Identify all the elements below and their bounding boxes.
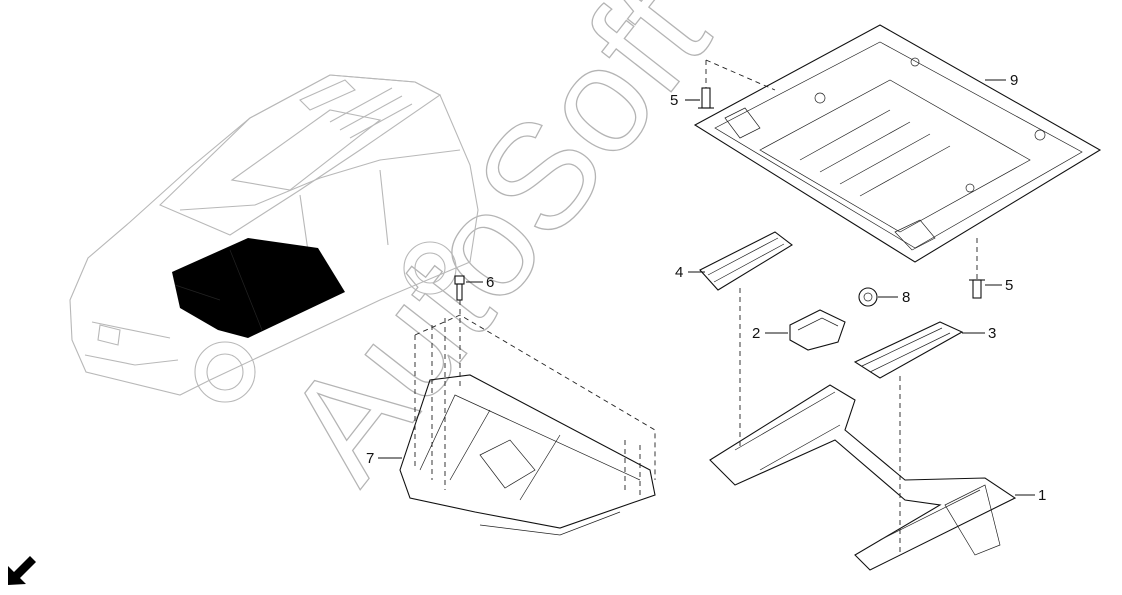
rear-floor-panel [693,24,1102,263]
frame-part-1 [709,384,1017,571]
callout-5-top: 5 [670,92,678,109]
callout-8: 8 [902,289,910,306]
callout-7: 7 [366,450,374,467]
bolt-part-6 [454,275,465,301]
callout-5-bottom: 5 [1005,277,1013,294]
callout-6: 6 [486,274,494,291]
front-direction-arrow-icon [8,556,36,585]
watermark-text: AutoSoft [253,0,740,510]
assembly-guide-lines [414,59,978,555]
rail-part-3 [853,321,964,379]
callout-3: 3 [988,325,996,342]
rail-part-4 [699,231,793,291]
callout-9: 9 [1010,72,1018,89]
callout-1: 1 [1038,487,1046,504]
module-part-2 [789,309,846,351]
bolt-part-5-bottom [969,279,985,299]
front-floor-panel [399,374,656,536]
callout-leader-lines [378,79,1035,496]
callout-2: 2 [752,325,760,342]
callout-4: 4 [675,264,683,281]
nut-part-8 [858,287,878,307]
highlighted-floor-area [172,238,345,338]
vehicle-illustration [69,74,479,403]
